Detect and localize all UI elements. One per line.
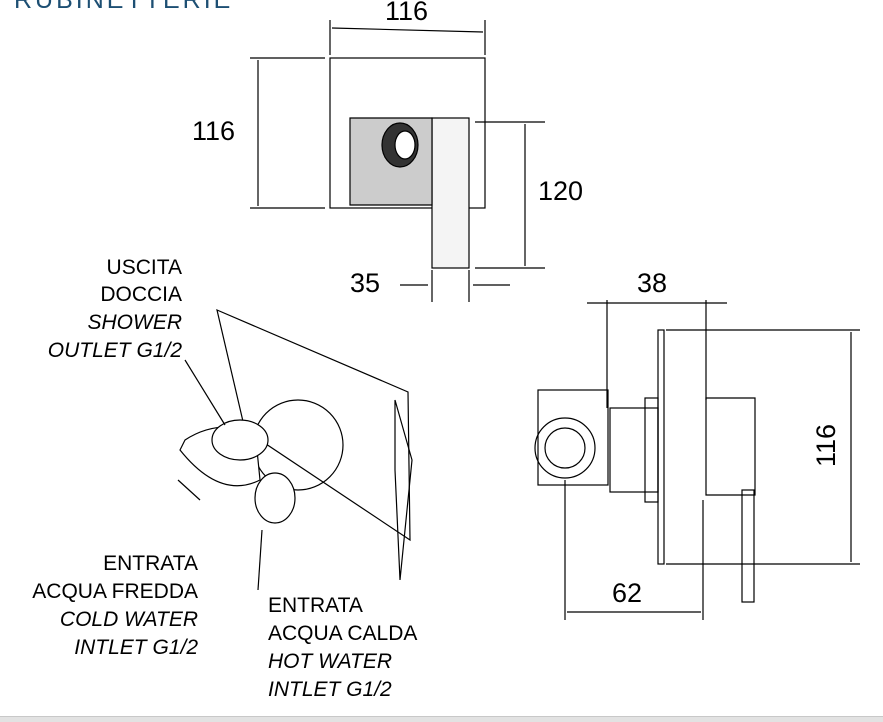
front-height-dim: 116 <box>192 116 236 146</box>
lever-width-dim: 35 <box>350 268 381 298</box>
bottom-scrollbar[interactable] <box>0 716 883 722</box>
front-view <box>250 20 545 302</box>
perspective-view <box>177 308 413 591</box>
lever-height-dim: 120 <box>538 176 584 206</box>
front-width-dim: 116 <box>385 0 429 26</box>
side-depth-bottom-dim: 62 <box>612 578 643 608</box>
side-height-dim: 116 <box>811 423 842 468</box>
brand-logo: RUBINETTERIE <box>14 0 234 14</box>
side-view <box>534 300 860 620</box>
side-depth-top-dim: 38 <box>637 268 668 298</box>
